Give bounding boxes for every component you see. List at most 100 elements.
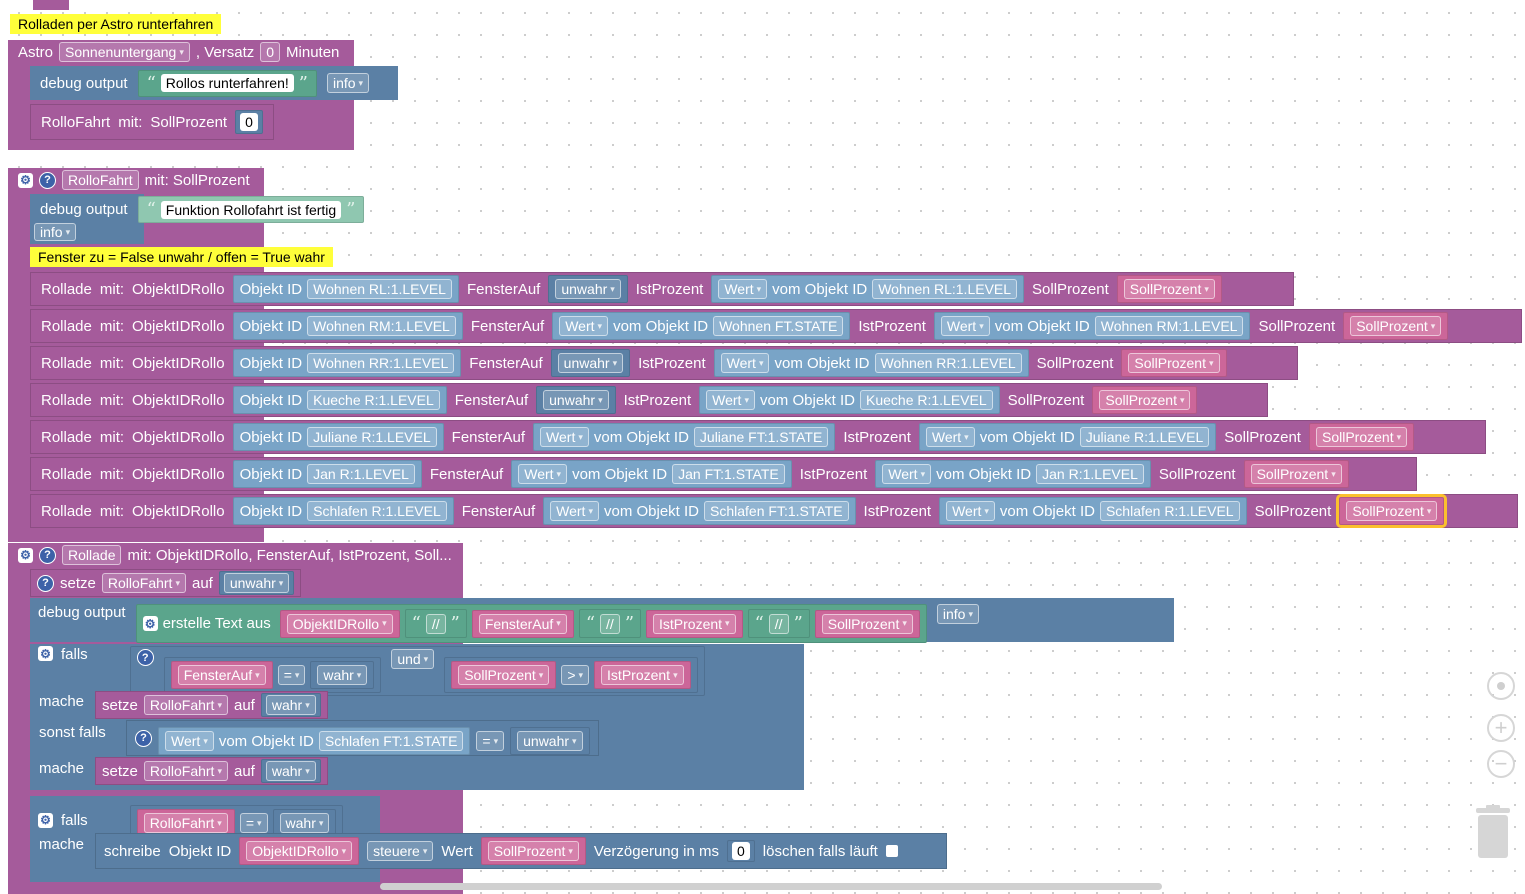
help-icon[interactable]: ? xyxy=(136,649,154,666)
var-dropdown[interactable]: SollProzent xyxy=(1315,427,1408,447)
bool-dropdown[interactable]: unwahr xyxy=(557,353,624,373)
bool-block[interactable]: wahr xyxy=(272,809,337,837)
text-block[interactable]: “//” xyxy=(404,609,467,638)
debug-text-input[interactable]: Rollos runterfahren! xyxy=(160,74,294,92)
bool-block[interactable]: unwahr xyxy=(548,275,628,303)
bool-block[interactable]: unwahr xyxy=(510,727,590,755)
compare-block[interactable]: SollProzent > IstProzent xyxy=(444,657,698,693)
var-dropdown[interactable]: ObjektIDRollo xyxy=(286,613,393,634)
setze-block[interactable]: ? setze RolloFahrt auf unwahr xyxy=(30,569,302,597)
var-block[interactable]: SollProzent xyxy=(1116,275,1222,303)
variable-dropdown[interactable]: RolloFahrt xyxy=(143,695,228,715)
debug-level-dropdown[interactable]: info xyxy=(936,604,979,624)
var-dropdown[interactable]: FensterAuf xyxy=(177,665,266,685)
help-icon[interactable]: ? xyxy=(39,546,56,564)
bool-dropdown[interactable]: unwahr xyxy=(543,390,609,410)
bool-dropdown[interactable]: unwahr xyxy=(517,731,583,751)
var-dropdown[interactable]: ObjektIDRollo xyxy=(246,841,353,861)
var-block[interactable]: SollProzent xyxy=(1243,460,1349,488)
comment-fenster[interactable]: Fenster zu = False unwahr / offen = True… xyxy=(30,247,333,267)
bool-block[interactable]: unwahr xyxy=(218,571,295,595)
object-id-field[interactable]: Juliane R:1.LEVEL xyxy=(307,427,437,447)
object-id-field[interactable]: Juliane FT:1.STATE xyxy=(693,427,829,447)
object-id-field[interactable]: Kueche R:1.LEVEL xyxy=(307,390,440,410)
setze-block[interactable]: setze RolloFahrt auf wahr xyxy=(95,757,328,785)
attr-dropdown[interactable]: Wert xyxy=(720,353,770,373)
var-block[interactable]: SollProzent xyxy=(1343,312,1449,340)
object-id-field[interactable]: Schlafen FT:1.STATE xyxy=(704,501,849,521)
attr-dropdown[interactable]: Wert xyxy=(718,279,768,299)
bool-dropdown[interactable]: unwahr xyxy=(555,279,621,299)
var-dropdown[interactable]: IstProzent xyxy=(653,613,736,634)
bool-dropdown[interactable]: unwahr xyxy=(223,573,290,593)
clear-checkbox[interactable] xyxy=(885,845,898,857)
var-block[interactable]: ObjektIDRollo xyxy=(239,837,360,865)
attr-dropdown[interactable]: Wert xyxy=(946,501,995,521)
var-block[interactable]: SollProzent xyxy=(1121,349,1227,377)
text-input[interactable]: // xyxy=(600,613,620,634)
var-block[interactable]: RolloFahrt xyxy=(136,809,235,837)
help-icon[interactable]: ? xyxy=(135,729,152,747)
var-block[interactable]: SollProzent xyxy=(814,609,920,638)
var-dropdown[interactable]: SollProzent xyxy=(1128,353,1220,373)
var-dropdown[interactable]: SollProzent xyxy=(1123,279,1215,299)
var-block[interactable]: SollProzent xyxy=(451,661,557,689)
comment-astro[interactable]: Rolladen per Astro runterfahren xyxy=(10,14,222,34)
operator-dropdown[interactable]: = xyxy=(239,813,268,833)
var-block[interactable]: SollProzent xyxy=(1308,423,1415,451)
object-id-field[interactable]: Wohnen RM:1.LEVEL xyxy=(307,316,456,336)
call-rollofahrt-block[interactable]: RolloFahrt mit: SollProzent 0 xyxy=(30,104,274,140)
var-dropdown[interactable]: SollProzent xyxy=(1099,390,1191,410)
object-id-field[interactable]: Wohnen RR:1.LEVEL xyxy=(307,353,455,373)
astro-event-dropdown[interactable]: Sonnenuntergang xyxy=(59,42,190,62)
bool-dropdown[interactable]: wahr xyxy=(265,695,316,715)
var-dropdown[interactable]: SollProzent xyxy=(1346,501,1438,521)
and-block[interactable]: ? FensterAuf = wahr und SollProzent > Is… xyxy=(129,646,705,696)
attr-dropdown[interactable]: Wert xyxy=(165,731,214,751)
horizontal-scrollbar[interactable] xyxy=(380,883,1162,890)
gear-icon[interactable]: ⚙ xyxy=(18,172,33,188)
text-block[interactable]: “//” xyxy=(578,609,642,638)
variable-dropdown[interactable]: RolloFahrt xyxy=(101,573,186,593)
var-block[interactable]: SollProzent xyxy=(1336,494,1448,528)
text-block[interactable]: “//” xyxy=(747,609,810,638)
object-id-field[interactable]: Wohnen FT.STATE xyxy=(713,316,844,336)
bool-dropdown[interactable]: wahr xyxy=(265,761,316,781)
var-dropdown[interactable]: SollProzent xyxy=(1250,464,1342,484)
var-block[interactable]: FensterAuf xyxy=(471,609,574,638)
target-icon[interactable] xyxy=(1487,672,1515,700)
var-block[interactable]: IstProzent xyxy=(594,661,691,689)
compare-block[interactable]: FensterAuf = wahr xyxy=(163,657,382,693)
object-id-field[interactable]: Wohnen RL:1.LEVEL xyxy=(872,279,1018,299)
get-value-block[interactable]: Wert vom Objekt ID Schlafen FT:1.STATE xyxy=(158,727,471,755)
write-block[interactable]: schreibe Objekt ID ObjektIDRollo steuere… xyxy=(95,833,947,869)
number-input[interactable]: 0 xyxy=(240,113,258,131)
function-name-input[interactable]: RolloFahrt xyxy=(62,170,139,190)
debug-output-block-3[interactable]: debug output ⚙ erstelle Text aus ObjektI… xyxy=(30,598,1174,643)
text-block[interactable]: “ Funktion Rollofahrt ist fertig ” xyxy=(137,196,365,223)
operator-dropdown[interactable]: = xyxy=(476,731,505,751)
gear-icon[interactable]: ⚙ xyxy=(142,616,158,631)
attr-dropdown[interactable]: Wert xyxy=(940,316,990,336)
bool-dropdown[interactable]: wahr xyxy=(279,813,330,833)
bool-block[interactable]: unwahr xyxy=(550,349,631,377)
offset-input[interactable]: 0 xyxy=(260,42,281,62)
create-text-block[interactable]: ⚙ erstelle Text aus ObjektIDRollo “//” F… xyxy=(135,604,927,643)
help-icon[interactable]: ? xyxy=(39,171,56,189)
object-id-field[interactable]: Kueche R:1.LEVEL xyxy=(860,390,993,410)
var-dropdown[interactable]: SollProzent xyxy=(487,841,579,861)
